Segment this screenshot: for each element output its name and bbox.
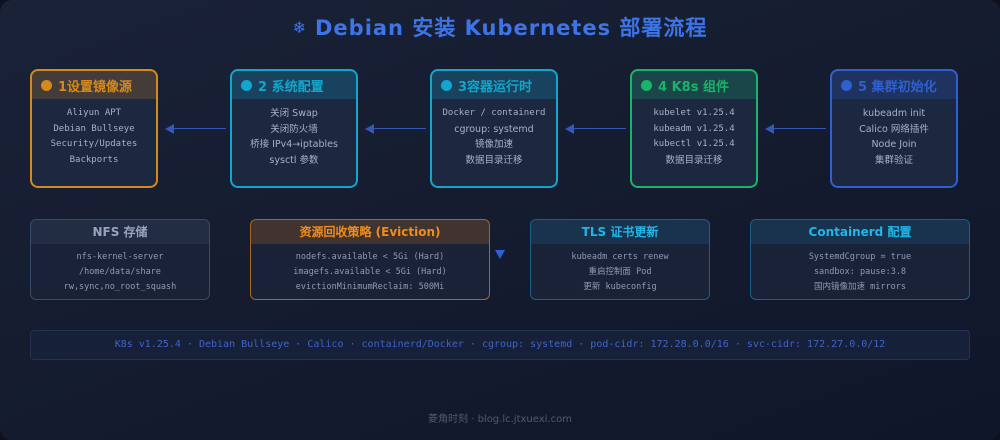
stage-item: 镜像加速 — [474, 139, 513, 150]
stage-item: Security/Updates — [50, 139, 138, 149]
stage-header: 3容器运行时 — [432, 71, 556, 99]
connector-line — [773, 128, 826, 129]
detail-item: 重启控制面 Pod — [588, 267, 652, 277]
credit-text: 菱角时刻 · blog.lc.jtxuexi.com — [428, 414, 572, 425]
stage-item: kubelet v1.25.4 — [653, 108, 735, 118]
stage-item: Debian Bullseye — [53, 123, 135, 134]
status-dot-icon — [841, 79, 852, 91]
stage-box-k8s-components: 4 K8s 组件 kubelet v1.25.4 kubeadm v1.25.4… — [630, 69, 758, 188]
stage-item: 桥接 IPv4→iptables — [250, 139, 338, 150]
triangle-down-icon — [495, 250, 505, 259]
detail-title: TLS 证书更新 — [531, 220, 709, 244]
detail-item: 更新 kubeconfig — [583, 282, 657, 292]
stage-item: 数据目录迁移 — [465, 154, 523, 166]
stage-item: cgroup: systemd — [454, 123, 534, 135]
stage-box-cluster-init: 5 集群初始化 kubeadm init Calico 网络插件 Node Jo… — [830, 69, 958, 188]
detail-item: nfs-kernel-server — [76, 252, 164, 262]
arrow-left-icon — [565, 124, 574, 134]
stage-item: Calico 网络插件 — [859, 123, 929, 135]
detail-body: SystemdCgroup = true sandbox: pause:3.8 … — [751, 244, 969, 295]
snowflake-icon: ❄ — [292, 18, 307, 37]
detail-box-nfs-storage: NFS 存储 nfs-kernel-server /home/data/shar… — [30, 219, 210, 300]
stage-item: kubeadm v1.25.4 — [653, 123, 735, 134]
stage-header: 2 系统配置 — [232, 71, 356, 99]
stage-title: 1设置镜像源 — [58, 79, 133, 95]
arrow-left-icon — [765, 124, 774, 134]
detail-body: kubeadm certs renew 重启控制面 Pod 更新 kubecon… — [531, 244, 709, 295]
detail-title: 资源回收策略 (Eviction) — [251, 220, 489, 244]
detail-body: nodefs.available < 5Gi (Hard) imagefs.av… — [251, 244, 489, 295]
status-dot-icon — [441, 79, 452, 91]
stage-box-mirror-source: 1设置镜像源 Aliyun APT Debian Bullseye Securi… — [30, 69, 158, 188]
status-dot-icon — [41, 79, 52, 91]
stage-body: kubeadm init Calico 网络插件 Node Join 集群验证 — [832, 99, 956, 168]
stage-title: 5 集群初始化 — [858, 79, 937, 95]
stage-item: Backports — [69, 154, 119, 165]
detail-title: Containerd 配置 — [751, 220, 969, 244]
stage-header: 1设置镜像源 — [32, 71, 156, 99]
summary-bar: K8s v1.25.4 · Debian Bullseye · Calico ·… — [30, 330, 970, 360]
stage-title: 2 系统配置 — [258, 79, 324, 95]
stage-body: Docker / containerd cgroup: systemd 镜像加速… — [432, 99, 556, 168]
detail-title: NFS 存储 — [31, 220, 209, 244]
stage-item: sysctl 参数 — [269, 154, 319, 166]
stage-box-container-runtime: 3容器运行时 Docker / containerd cgroup: syste… — [430, 69, 558, 188]
detail-item: SystemdCgroup = true — [808, 252, 912, 262]
detail-box-eviction: 资源回收策略 (Eviction) nodefs.available < 5Gi… — [250, 219, 490, 300]
stage-item: 关闭防火墙 — [270, 123, 318, 135]
detail-box-tls-renew: TLS 证书更新 kubeadm certs renew 重启控制面 Pod 更… — [530, 219, 710, 300]
detail-item: /home/data/share — [79, 267, 161, 277]
stage-header: 5 集群初始化 — [832, 71, 956, 99]
stage-title: 3容器运行时 — [458, 79, 533, 95]
status-dot-icon — [241, 79, 252, 91]
stage-body: 关闭 Swap 关闭防火墙 桥接 IPv4→iptables sysctl 参数 — [232, 99, 356, 168]
detail-item: imagefs.available < 5Gi (Hard) — [293, 267, 447, 277]
arrow-left-icon — [365, 124, 374, 134]
connector-line — [373, 128, 426, 129]
detail-body: nfs-kernel-server /home/data/share rw,sy… — [31, 244, 209, 295]
stage-body: Aliyun APT Debian Bullseye Security/Upda… — [32, 99, 156, 168]
stage-item: kubectl v1.25.4 — [653, 139, 735, 149]
stage-item: Aliyun APT — [66, 108, 122, 118]
arrow-left-icon — [165, 124, 174, 134]
detail-item: nodefs.available < 5Gi (Hard) — [295, 252, 445, 262]
detail-item: evictionMinimumReclaim: 500Mi — [295, 282, 445, 292]
detail-box-containerd-config: Containerd 配置 SystemdCgroup = true sandb… — [750, 219, 970, 300]
detail-item: rw,sync,no_root_squash — [63, 282, 177, 292]
stage-title: 4 K8s 组件 — [658, 79, 729, 95]
stage-header: 4 K8s 组件 — [632, 71, 756, 99]
stage-item: kubeadm init — [862, 108, 926, 119]
stage-box-system-config: 2 系统配置 关闭 Swap 关闭防火墙 桥接 IPv4→iptables sy… — [230, 69, 358, 188]
detail-item: kubeadm certs renew — [571, 252, 669, 262]
stage-body: kubelet v1.25.4 kubeadm v1.25.4 kubectl … — [632, 99, 756, 168]
stage-item: 关闭 Swap — [270, 108, 318, 119]
diagram-title: ❄Debian 安装 Kubernetes 部署流程 — [292, 16, 708, 40]
connector-line — [173, 128, 226, 129]
detail-item: 国内镜像加速 mirrors — [814, 282, 906, 292]
stage-item: 数据目录迁移 — [665, 154, 723, 166]
stage-item: Docker / containerd — [442, 108, 546, 118]
stage-item: 集群验证 — [874, 154, 913, 166]
status-dot-icon — [641, 79, 652, 91]
detail-item: sandbox: pause:3.8 — [813, 267, 907, 277]
stage-item: Node Join — [871, 139, 917, 150]
connector-line — [573, 128, 626, 129]
